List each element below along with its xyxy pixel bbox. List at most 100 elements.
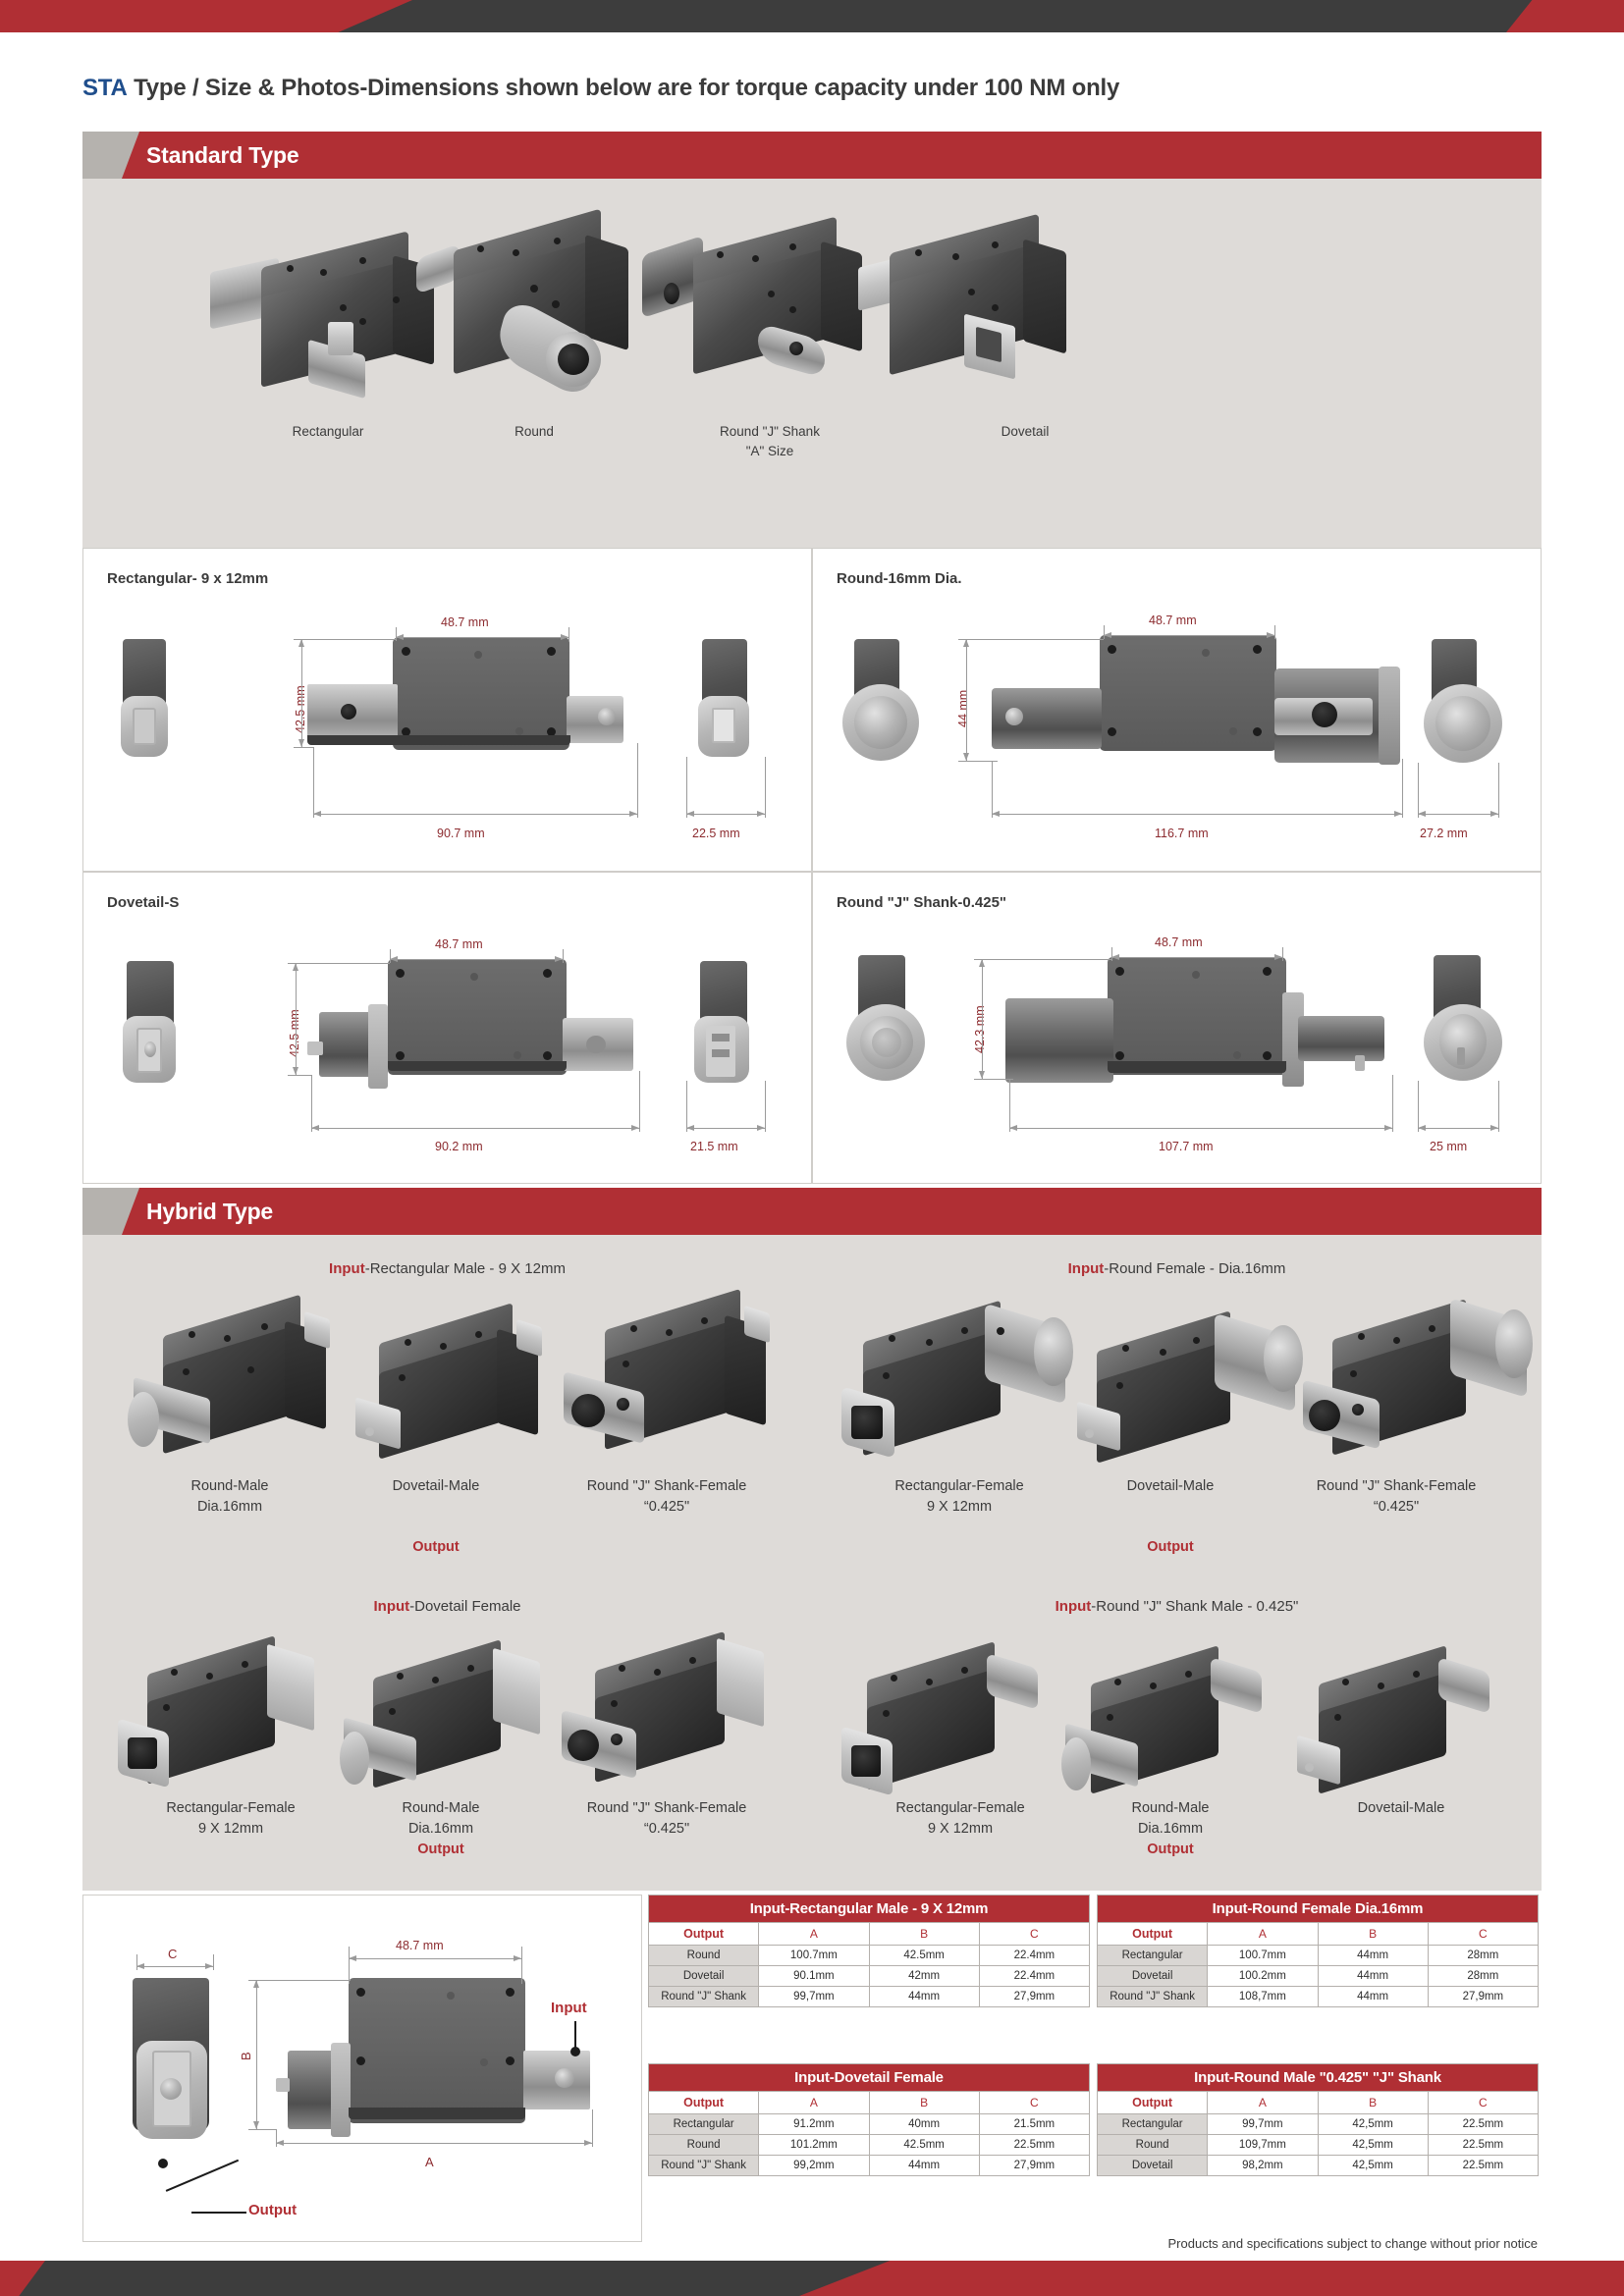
- dim-height-1: 44 mm: [956, 689, 970, 727]
- table-3-r1-c3: 22.5mm: [1427, 2134, 1540, 2156]
- hybrid-unit-1-2: [1303, 1298, 1539, 1459]
- standard-photo-caption-2-line2: "A" Size: [745, 443, 794, 458]
- dimension-table-1: Input-Round Female Dia.16mm Output A B C…: [1096, 1895, 1540, 2007]
- dim-width-top-1: 48.7 mm: [1149, 614, 1197, 627]
- hybrid-caption-2-0: Rectangular-Female 9 X 12mm: [166, 1800, 296, 1838]
- hybrid-unit-1-0: [841, 1300, 1087, 1461]
- hybrid-panel-2-input-prefix: Input: [373, 1598, 410, 1615]
- hybrid-panel-3-input-rest: -Round "J" Shank Male - 0.425": [1091, 1598, 1299, 1615]
- table-row: Rectangular 91.2mm 40mm 21.5mm: [647, 2113, 1091, 2135]
- dim-length-1: 116.7 mm: [1155, 827, 1209, 840]
- table-1-r0-c1: 100.7mm: [1207, 1945, 1319, 1966]
- hybrid-panel-1-input-rest: -Round Female - Dia.16mm: [1104, 1260, 1286, 1277]
- hybrid-panel-0-input-prefix: Input: [329, 1260, 365, 1277]
- bottom-banner-red-left: [0, 2261, 45, 2296]
- dimension-panel-rectangular: Rectangular- 9 x 12mm 48.7 mm 42.5 mm: [82, 548, 812, 872]
- hybrid-unit-1-1: [1075, 1310, 1321, 1466]
- table-2-header: Input-Dovetail Female: [648, 2063, 1090, 2092]
- section-header-standard-label: Standard Type: [146, 142, 299, 168]
- table-0-r1-c0: Dovetail: [647, 1965, 760, 1987]
- product-photo-dovetail: [858, 213, 1104, 402]
- table-2-r1-c3: 22.5mm: [978, 2134, 1091, 2156]
- abc-label-c: C: [168, 1947, 178, 1961]
- table-2-col-3: C: [978, 2091, 1091, 2114]
- top-banner: [0, 0, 1624, 32]
- table-3-r1-c0: Round: [1096, 2134, 1209, 2156]
- dim-side-width-2: 21.5 mm: [690, 1140, 738, 1153]
- hybrid-panel-1-header: Input-Round Female - Dia.16mm: [812, 1260, 1542, 1277]
- table-row: Round 101.2mm 42.5mm 22.5mm: [647, 2134, 1091, 2156]
- top-banner-red-right: [1506, 0, 1624, 32]
- dimension-table-0: Input-Rectangular Male - 9 X 12mm Output…: [647, 1895, 1091, 2007]
- hybrid-unit-0-2: [564, 1288, 780, 1458]
- hybrid-unit-0-1: [346, 1303, 562, 1462]
- page-title-prefix: STA: [82, 75, 128, 101]
- table-0-r1-c1: 90.1mm: [758, 1965, 870, 1987]
- hybrid-unit-2-0: [118, 1635, 344, 1789]
- table-1-r0-c3: 28mm: [1427, 1945, 1540, 1966]
- table-3-r0-c1: 99,7mm: [1207, 2113, 1319, 2135]
- dimension-panel-rectangular-title: Rectangular- 9 x 12mm: [107, 570, 269, 587]
- table-1-r2-c0: Round "J" Shank: [1096, 1986, 1209, 2007]
- table-2-r1-c0: Round: [647, 2134, 760, 2156]
- hybrid-caption-0-0: Round-Male Dia.16mm: [190, 1478, 269, 1516]
- abc-input-label: Input: [551, 2000, 587, 2016]
- footer-note: Products and specifications subject to c…: [1167, 2236, 1539, 2251]
- hybrid-caption-3-1: Round-Male Dia.16mm: [1131, 1800, 1210, 1838]
- table-3-r1-c1: 109,7mm: [1207, 2134, 1319, 2156]
- dim-width-top-0: 48.7 mm: [441, 615, 489, 629]
- hybrid-caption-0-1: Dovetail-Male: [392, 1478, 480, 1494]
- hybrid-output-label-2: Output: [417, 1842, 464, 1857]
- table-1-r0-c0: Rectangular: [1096, 1945, 1209, 1966]
- hybrid-unit-3-0: [841, 1641, 1067, 1796]
- silhouette-left-socket: [133, 708, 156, 745]
- table-row: Round "J" Shank 99,2mm 44mm 27,9mm: [647, 2155, 1091, 2176]
- table-2-col-2: B: [868, 2091, 980, 2114]
- dimension-table-2: Input-Dovetail Female Output A B C Recta…: [647, 2063, 1091, 2176]
- section-header-hybrid-label: Hybrid Type: [146, 1199, 274, 1224]
- section-header-hybrid: Hybrid Type: [82, 1188, 1542, 1235]
- dimension-panel-round-j-shank-title: Round "J" Shank-0.425": [837, 894, 1007, 911]
- abc-diagram-panel: C 48.7 mm B A Input Output: [82, 1895, 642, 2242]
- table-0-col-2: B: [868, 1922, 980, 1946]
- standard-photo-caption-0: Rectangular: [292, 424, 364, 439]
- table-2-r1-c1: 101.2mm: [758, 2134, 870, 2156]
- table-2-r2-c3: 27,9mm: [978, 2155, 1091, 2176]
- table-3-r0-c2: 42,5mm: [1317, 2113, 1429, 2135]
- table-row: Round 109,7mm 42,5mm 22.5mm: [1096, 2134, 1540, 2156]
- table-1-r1-c1: 100.2mm: [1207, 1965, 1319, 1987]
- table-2-r2-c2: 44mm: [868, 2155, 980, 2176]
- hybrid-caption-1-0: Rectangular-Female 9 X 12mm: [894, 1478, 1024, 1516]
- dim-width-top-2: 48.7 mm: [435, 937, 483, 951]
- dimension-panel-round-title: Round-16mm Dia.: [837, 570, 962, 587]
- hybrid-panel-1-input-prefix: Input: [1067, 1260, 1105, 1277]
- table-1-r2-c3: 27,9mm: [1427, 1986, 1540, 2007]
- section-header-standard: Standard Type: [82, 132, 1542, 179]
- page-title-rest: Type / Size & Photos-Dimensions shown be…: [127, 75, 1120, 101]
- table-row: Rectangular 100.7mm 44mm 28mm: [1096, 1945, 1540, 1966]
- hybrid-unit-2-1: [340, 1639, 569, 1792]
- section-header-standard-fill: [122, 132, 1542, 179]
- dimension-panel-dovetail-title: Dovetail-S: [107, 894, 180, 911]
- top-banner-red-left: [0, 0, 412, 32]
- bottom-banner: [0, 2261, 1624, 2296]
- hybrid-caption-2-2: Round "J" Shank-Female “0.425": [586, 1800, 747, 1838]
- table-2-r2-c1: 99,2mm: [758, 2155, 870, 2176]
- section-header-hybrid-fill: [122, 1188, 1542, 1235]
- standard-photo-caption-2-line1: Round "J" Shank: [720, 424, 820, 439]
- abc-main-body: [349, 1978, 525, 2123]
- table-0-r2-c1: 99,7mm: [758, 1986, 870, 2007]
- table-3-r2-c1: 98,2mm: [1207, 2155, 1319, 2176]
- table-1-col-0: Output: [1096, 1922, 1209, 1946]
- table-0-r1-c3: 22.4mm: [978, 1965, 1091, 1987]
- table-0-col-0: Output: [647, 1922, 760, 1946]
- hybrid-panel-3-header: Input-Round "J" Shank Male - 0.425": [812, 1598, 1542, 1615]
- table-0-r2-c0: Round "J" Shank: [647, 1986, 760, 2007]
- dim-side-width-1: 27.2 mm: [1420, 827, 1468, 840]
- product-photo-round-j-shank: [642, 216, 897, 400]
- table-2-col-0: Output: [647, 2091, 760, 2114]
- hybrid-panel-0: Input-Rectangular Male - 9 X 12mm: [82, 1235, 812, 1576]
- abc-top-dim: 48.7 mm: [396, 1939, 444, 1952]
- hybrid-panel-2: Input-Dovetail Female: [82, 1576, 812, 1891]
- standard-photo-caption-2: Round "J" Shank "A" Size: [632, 422, 907, 460]
